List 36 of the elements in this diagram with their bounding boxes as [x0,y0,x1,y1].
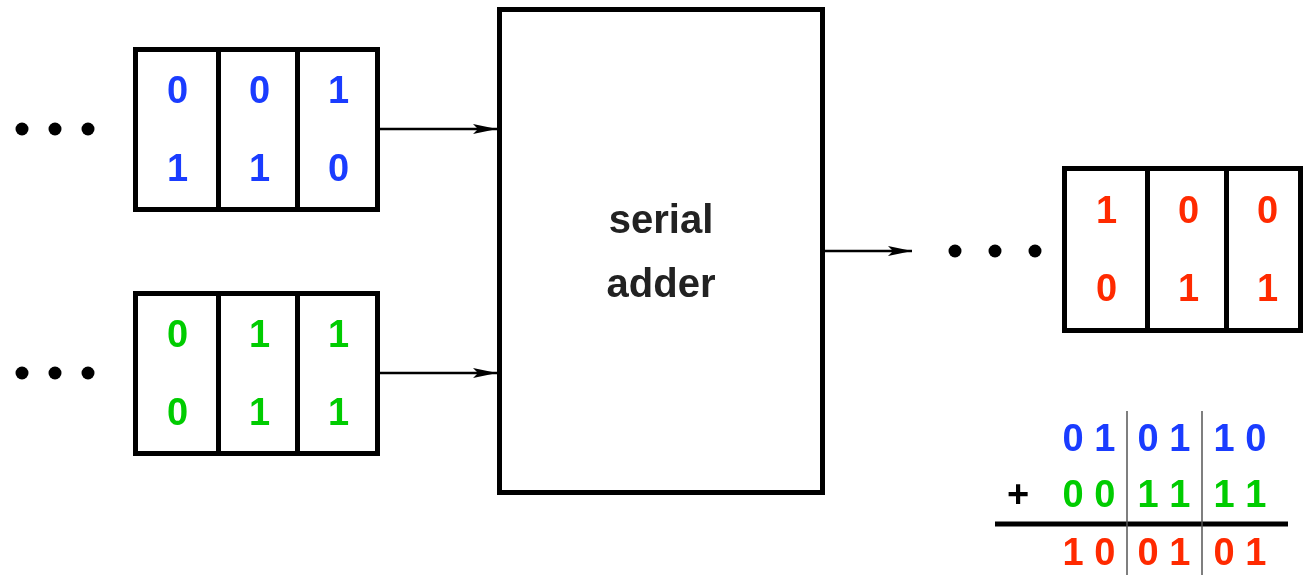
sum-digits: 1 1 [1213,475,1267,513]
sum-digits: 1 0 [1062,533,1116,571]
sum-digits: 1 1 [1137,475,1191,513]
sum-digits: 0 1 [1137,533,1191,571]
bit-digit: 1 [327,390,350,434]
bit-digit: 1 [1095,188,1118,232]
bit-digit: 1 [248,313,271,357]
bit-digit: 1 [166,146,189,190]
sum-digits: 0 1 [1137,419,1191,457]
sum-digits: 0 1 [1213,533,1267,571]
bit-digit: 1 [1177,267,1200,311]
bit-digit: 0 [166,390,189,434]
block-label: serial adder [605,196,717,307]
bit-digit: 0 [248,69,271,113]
register-box [1062,166,1303,333]
bit-digit: 1 [327,313,350,357]
arrow [380,124,497,134]
arrow [825,246,912,256]
bit-digit: 1 [1256,267,1279,311]
sum-digits: 1 0 [1213,419,1267,457]
bit-digit: 0 [1177,188,1200,232]
bit-digit: 1 [248,390,271,434]
sum-digits: 0 1 [1062,419,1116,457]
bit-digit: 0 [1095,267,1118,311]
bit-digit: 0 [327,146,350,190]
sum-digits: 0 0 [1062,475,1116,513]
bit-digit: 0 [166,313,189,357]
bit-digit: 0 [1256,188,1279,232]
bit-digit: 1 [248,146,271,190]
arrow [380,368,497,378]
register-box [133,47,380,212]
register-box [133,291,380,456]
adder-box [497,7,825,495]
bit-digit: 0 [166,69,189,113]
bit-digit: 1 [327,69,350,113]
plus-sign: + [1006,475,1030,513]
